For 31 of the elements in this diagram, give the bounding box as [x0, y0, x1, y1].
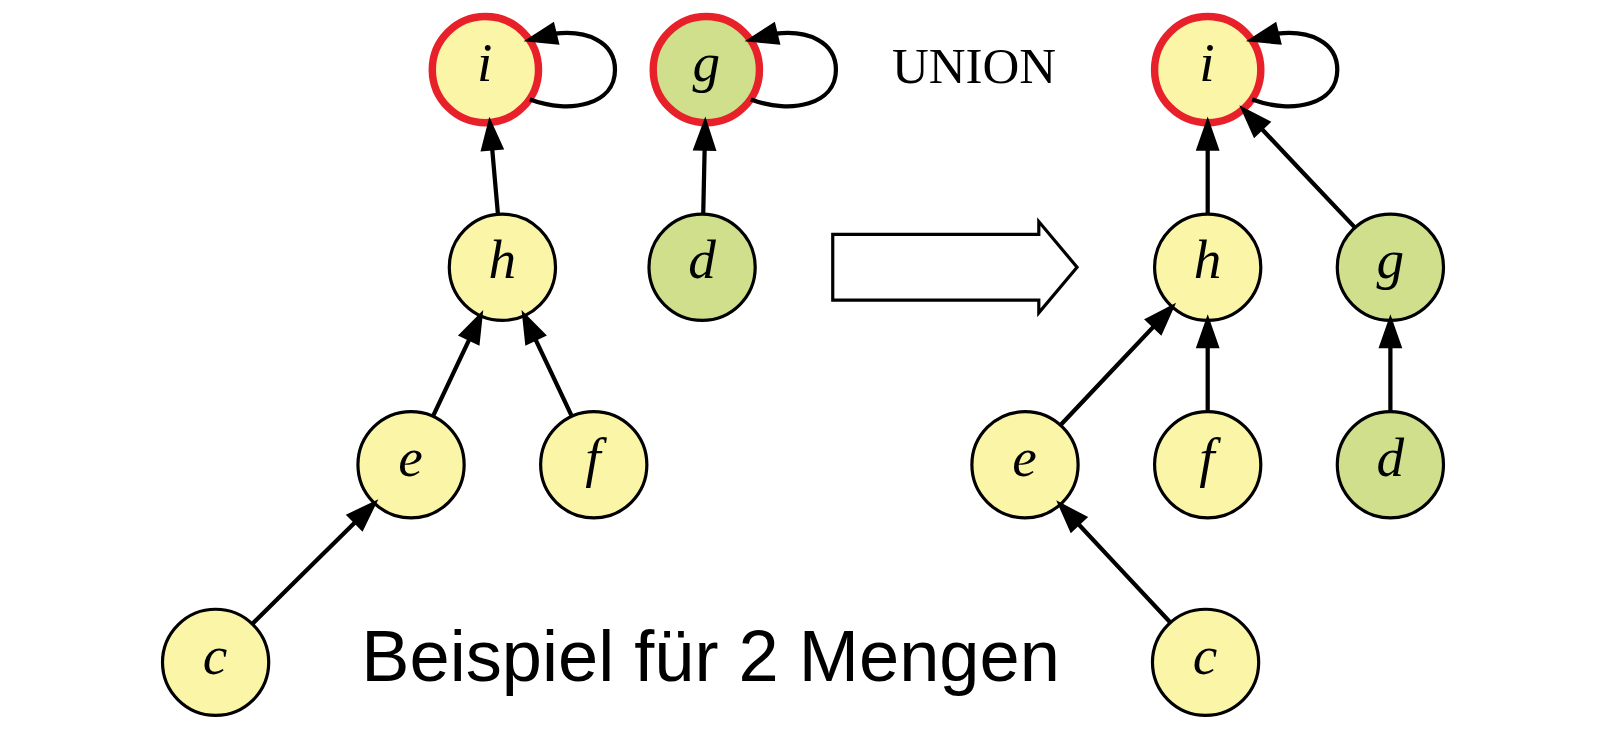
node-circle: c	[160, 607, 270, 718]
node-circle: d	[1335, 410, 1445, 520]
node-circle: h	[1152, 212, 1262, 322]
arrow	[1245, 21, 1339, 109]
node-circle: e	[969, 410, 1080, 520]
arrow	[692, 116, 716, 214]
node-circle: c	[1150, 607, 1260, 718]
arrow	[1377, 314, 1402, 411]
arrow	[1238, 105, 1356, 229]
arrow	[521, 309, 574, 417]
arrow	[479, 116, 504, 214]
node-circle: d	[646, 212, 757, 322]
arrow	[523, 21, 617, 109]
node-rarrow	[830, 217, 1079, 318]
node-circle: e	[355, 410, 466, 520]
node-circle: g	[1335, 212, 1445, 322]
arrow	[744, 21, 838, 109]
node-circle: h	[447, 212, 557, 322]
node-label: UNION	[891, 37, 1056, 94]
arrow	[250, 499, 378, 626]
arrow	[1059, 302, 1176, 426]
arrow	[1195, 314, 1220, 411]
node-circle: i	[428, 12, 542, 127]
arrow	[1055, 500, 1171, 624]
node-circle: g	[649, 12, 763, 127]
label: Beispiel für 2 Mengen	[360, 615, 1060, 696]
node-circle: i	[1150, 12, 1265, 127]
node-circle: f	[1152, 410, 1262, 520]
node-circle: f	[538, 410, 648, 520]
arrow	[1195, 116, 1220, 214]
arrow	[430, 309, 483, 417]
